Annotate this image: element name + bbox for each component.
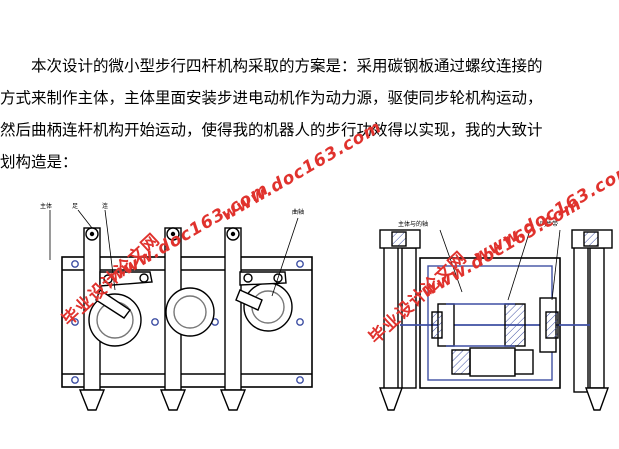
label-link: 连 — [102, 202, 108, 210]
label-crankshaft: 曲轴 — [292, 208, 304, 216]
label-body-shaft: 主体与的轴 — [398, 220, 428, 228]
paragraph-line-1: 本次设计的微小型步行四杆机构采取的方案是：采用碳钢板通过螺纹连接的 — [31, 57, 543, 75]
paragraph-line-4: 划构造是： — [0, 153, 78, 171]
frame-plate — [61, 256, 313, 388]
label-main-body: 主体 — [40, 202, 52, 210]
design-description-paragraph: 本次设计的微小型步行四杆机构采取的方案是：采用碳钢板通过螺纹连接的 方式来制作主… — [0, 50, 610, 178]
paragraph-line-3: 然后曲柄连杆机构开始运动，使得我的机器人的步行功效得以实现，我的大致计 — [0, 121, 543, 139]
front-view-drawing — [379, 229, 613, 411]
side-view-drawing — [49, 209, 313, 411]
label-timing-belt: 同步带 — [540, 220, 558, 228]
label-foot: 足 — [72, 203, 78, 210]
paragraph-line-2: 方式来制作主体，主体里面安装步进电动机作为动力源，驱使同步轮机构运动， — [0, 89, 543, 107]
